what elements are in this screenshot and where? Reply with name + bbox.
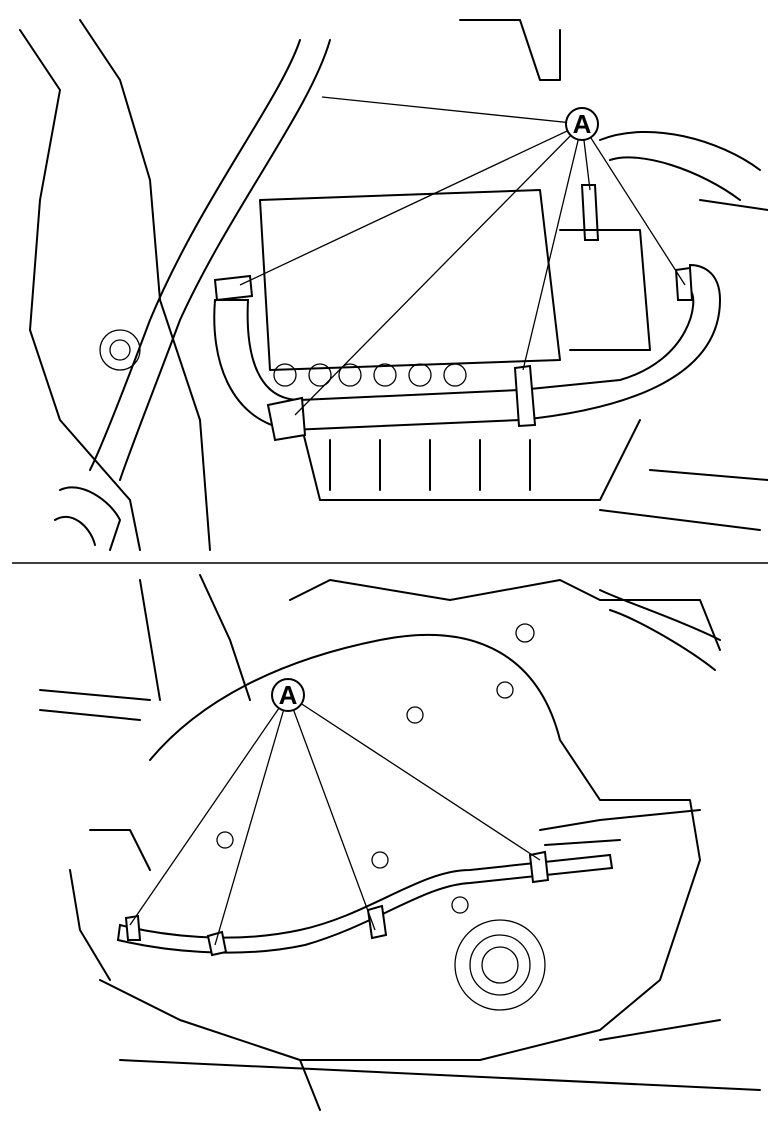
top-callout-A: A — [565, 107, 599, 141]
callout-label-top: A — [573, 109, 592, 139]
top-callout-leader-lines — [239, 96, 686, 416]
callout-label-bottom: A — [279, 680, 298, 710]
top-panel-engine-drawing — [19, 19, 768, 551]
bottom-panel-transaxle-drawing — [39, 574, 761, 1111]
bottom-callout-A: A — [271, 678, 305, 712]
bottom-callout-leader-lines — [129, 694, 541, 946]
